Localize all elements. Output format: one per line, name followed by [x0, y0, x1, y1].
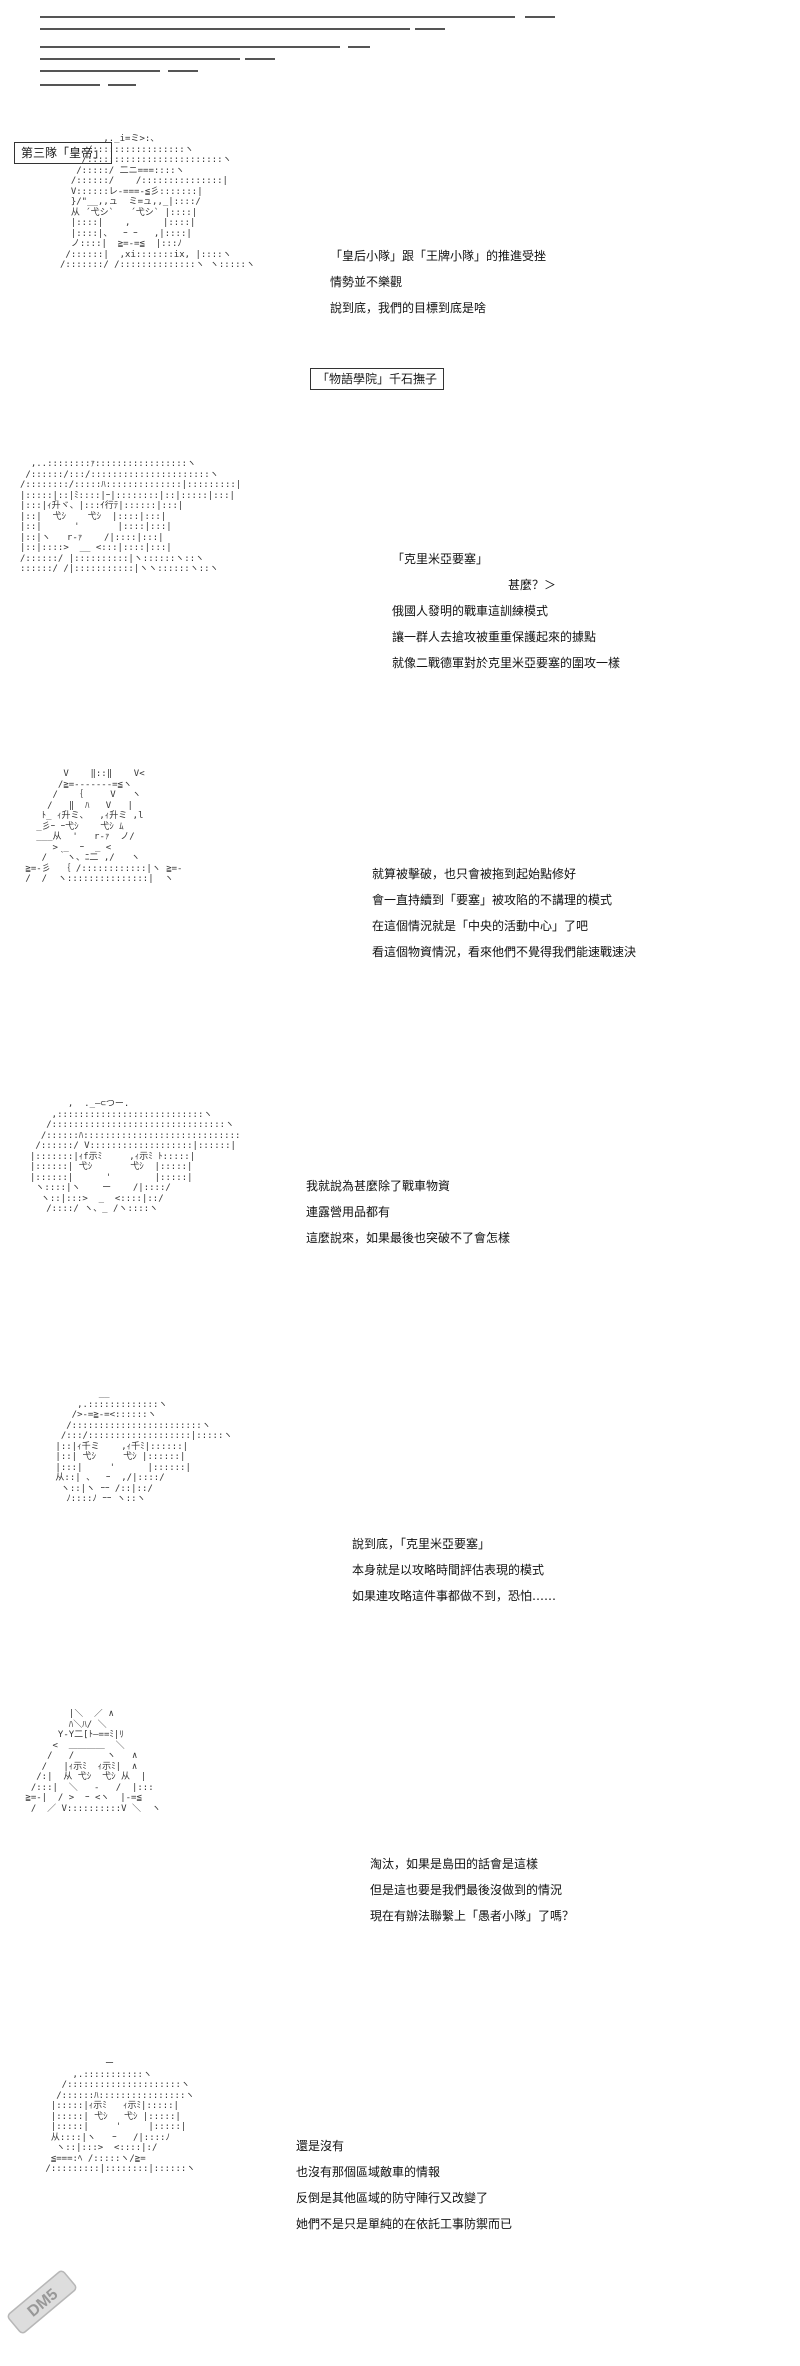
- header-rule: [168, 70, 198, 72]
- dialogue: 淘汰，如果是島田的話會是這樣 但是這也要是我們最後沒做到的情況 現在有辦法聯繫上…: [370, 1856, 574, 1934]
- character-art: |＼ ／ ∧ ﾊ＼ﾊ/ ＼ Y-Y二[ﾄ―==ﾐ|ﾘ < ＿＿＿＿ ＼ / / …: [25, 1709, 161, 1814]
- dialogue-line: 現在有辦法聯繫上「愚者小隊」了嗎？: [370, 1909, 575, 1923]
- dialogue-line: 她們不是只是單純的在依託工事防禦而已: [296, 2217, 513, 2231]
- dialogue: 還是沒有 也沒有那個區域敵車的情報 反倒是其他區域的防守陣行又改變了 她們不是只…: [296, 2138, 512, 2242]
- header-rule: [525, 16, 555, 18]
- header-rule: [40, 58, 240, 60]
- dialogue-line: 也沒有那個區域敵車的情報: [296, 2165, 441, 2179]
- dialogue: 就算被擊破，也只會被拖到起始點修好 會一直持續到「要塞」被攻陷的不講理的模式 在…: [372, 866, 636, 970]
- dialogue-line: 我就說為甚麼除了戰車物資: [306, 1179, 451, 1193]
- header-rule: [108, 84, 136, 86]
- team-caption: 第三隊「皇帝」: [14, 142, 113, 164]
- dialogue-line: 還是沒有: [296, 2139, 345, 2153]
- dialogue-line: 這麼說來，如果最後也突破不了會怎樣: [306, 1231, 511, 1245]
- dialogue-line: 本身就是以攻略時間評估表現的模式: [352, 1563, 545, 1577]
- header-rule: [40, 84, 100, 86]
- dialogue-line: 甚麼？＞: [508, 578, 557, 592]
- character-art: , ._―⊂つー. ,:::::::::::::::::::::::::::ヽ …: [30, 1099, 241, 1214]
- header-rule: [348, 46, 370, 48]
- dialogue-line: 看這個物資情況，看來他們不覺得我們能速戰速決: [372, 945, 637, 959]
- dialogue-line: 就像二戰德軍對於克里米亞要塞的圍攻一樣: [392, 656, 621, 670]
- dialogue-line: 會一直持續到「要塞」被攻陷的不講理的模式: [372, 893, 613, 907]
- dialogue: 我就說為甚麼除了戰車物資 連露營用品都有 這麼說來，如果最後也突破不了會怎樣: [306, 1178, 510, 1256]
- header-rule: [40, 46, 340, 48]
- character-art: __ ,.:::::::::::::ヽ />-=≧-=<::::::ヽ /:::…: [55, 1389, 233, 1504]
- dialogue: 說到底，「克里米亞要塞」 本身就是以攻略時間評估表現的模式 如果連攻略這件事都做…: [352, 1536, 556, 1614]
- dialogue: 「克里米亞要塞」 甚麼？＞ 俄國人發明的戰車這訓練模式 讓一群人去搶攻被重重保護…: [392, 551, 620, 681]
- dialogue-line: 讓一群人去搶攻被重重保護起來的據點: [392, 630, 597, 644]
- header-rule: [40, 70, 160, 72]
- dialogue-line: 說到底，我們的目標到底是啥: [330, 301, 487, 315]
- character-art: ,..::::::::ｧ:::::::::::::::::ヽ /::::::/:…: [20, 459, 242, 574]
- header-rule: [245, 58, 275, 60]
- dialogue-line: 情勢並不樂觀: [330, 275, 403, 289]
- dialogue-line: 說到底，「克里米亞要塞」: [352, 1537, 491, 1551]
- character-art: ,._i=ミ>:、 /:::::::::::::::::ヽ /:::::::::…: [60, 134, 255, 270]
- header-rule: [40, 16, 515, 18]
- dialogue-line: 俄國人發明的戰車這訓練模式: [392, 604, 549, 618]
- dialogue-line: 如果連攻略這件事都做不到，恐怕……: [352, 1589, 557, 1603]
- dialogue-line: 淘汰，如果是島田的話會是這樣: [370, 1857, 539, 1871]
- header-rule: [415, 28, 445, 30]
- watermark-logo: DM5: [7, 2270, 77, 2334]
- header-rule: [40, 28, 410, 30]
- dialogue-line: 「克里米亞要塞」: [392, 552, 489, 566]
- dialogue-line: 「皇后小隊」跟「王牌小隊」的推進受挫: [330, 249, 547, 263]
- dialogue-line: 連露營用品都有: [306, 1205, 391, 1219]
- dialogue-line: 但是這也要是我們最後沒做到的情況: [370, 1883, 563, 1897]
- character-art: ー ,.:::::::::::ヽ /:::::::::::::::::::::ヽ…: [45, 2059, 196, 2174]
- dialogue-line: 在這個情況就是「中央的活動中心」了吧: [372, 919, 589, 933]
- character-art: V ‖::‖ V< /≧=-------=≦ヽ / ｛ V ヽ / ‖ ﾊ V …: [25, 769, 183, 884]
- dialogue: 「皇后小隊」跟「王牌小隊」的推進受挫 情勢並不樂觀 說到底，我們的目標到底是啥: [330, 248, 546, 326]
- dialogue-line: 反倒是其他區域的防守陣行又改變了: [296, 2191, 489, 2205]
- dialogue-line: 就算被擊破，也只會被拖到起始點修好: [372, 867, 577, 881]
- speaker-caption: 「物語學院」千石撫子: [310, 368, 445, 390]
